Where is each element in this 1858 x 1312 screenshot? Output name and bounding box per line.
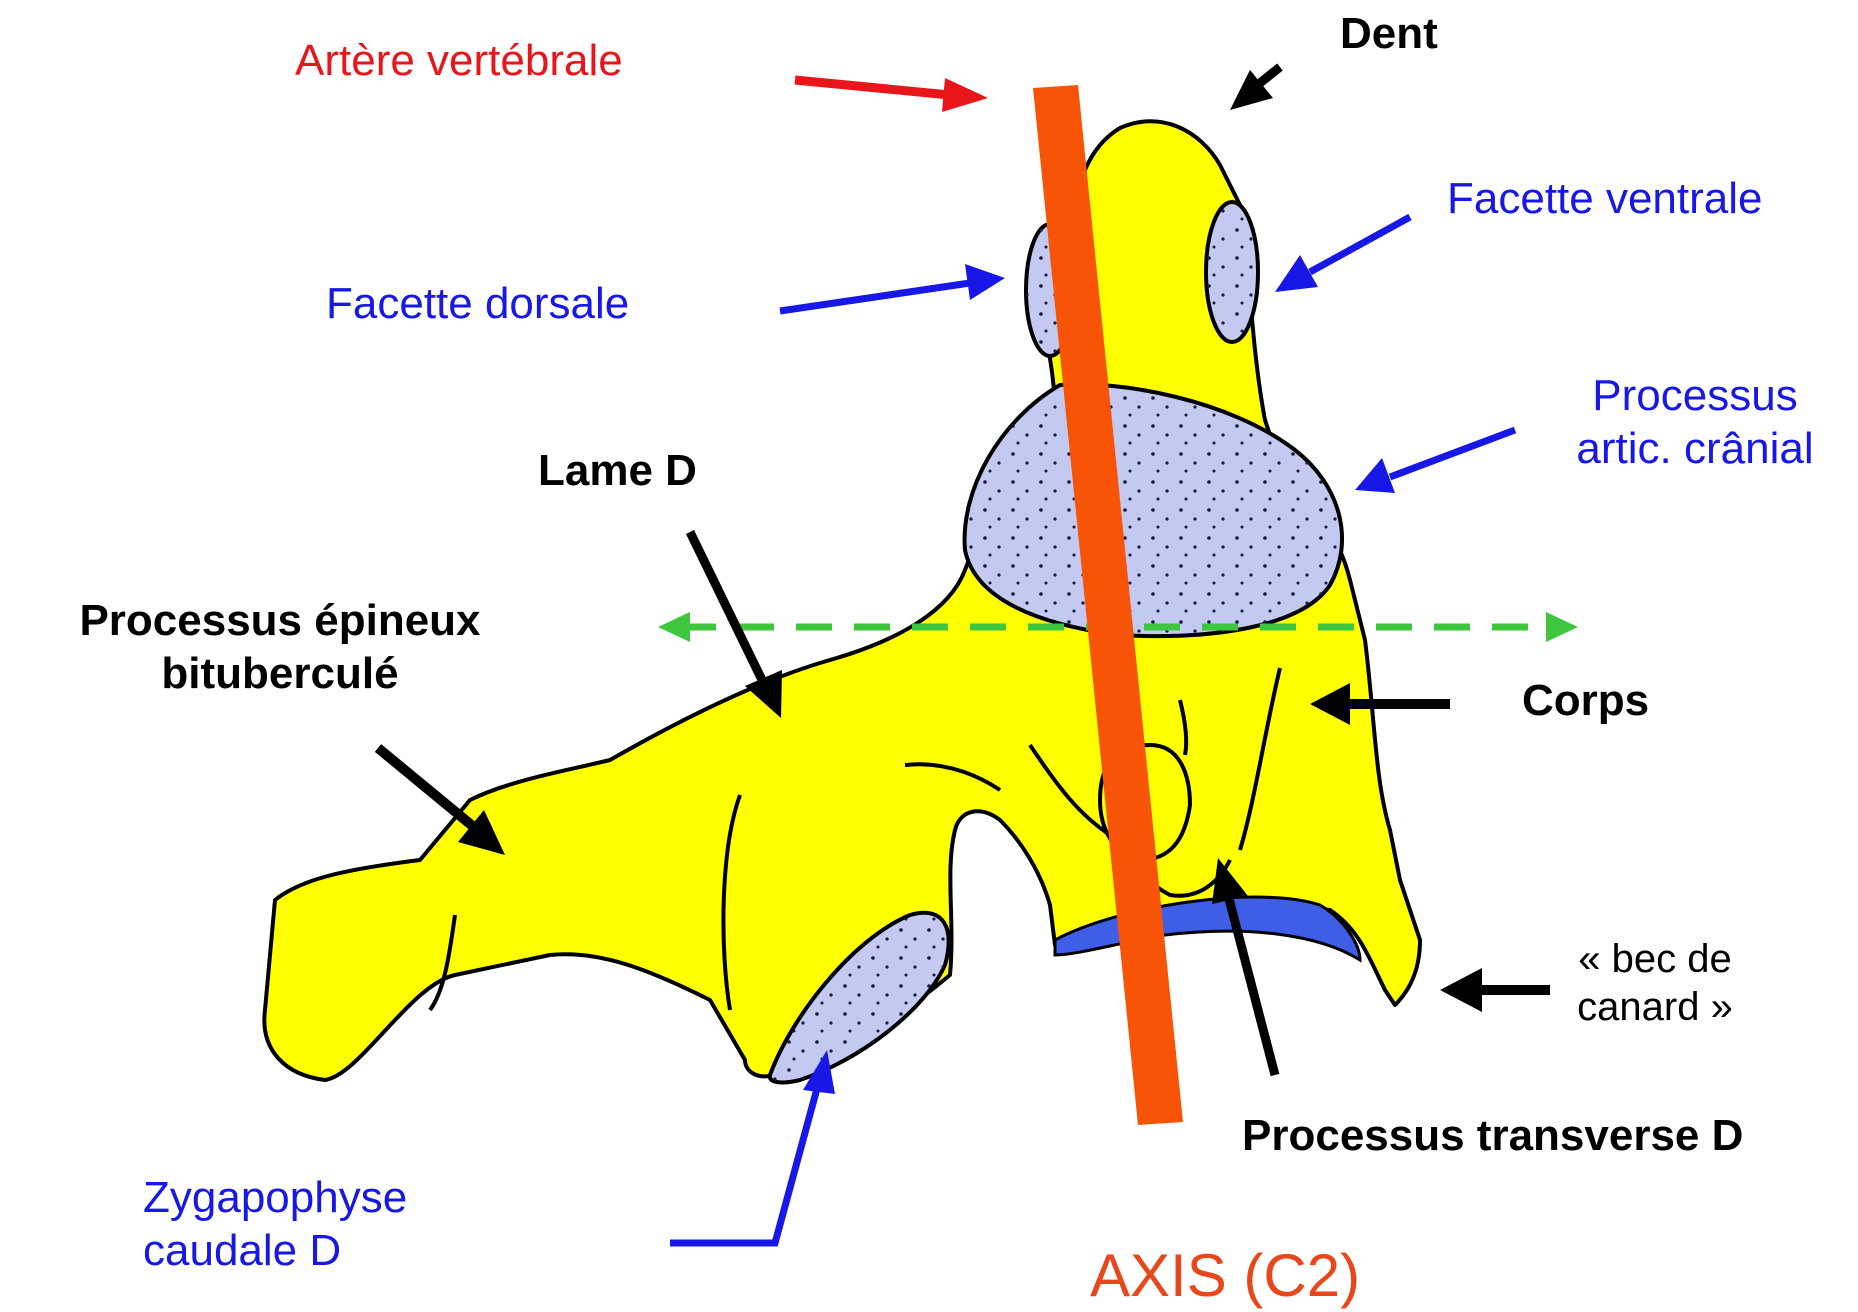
arrow-dent: [1230, 67, 1280, 110]
label-line: canard »: [1555, 983, 1755, 1031]
label-line: bituberculé: [10, 648, 550, 701]
label-dent: Dent: [1340, 8, 1438, 61]
label-processus-transverse-d: Processus transverse D: [1242, 1110, 1743, 1163]
ventral-facet-dots: [1206, 202, 1258, 342]
label-processus-artic-cranial: Processus artic. crânial: [1545, 370, 1845, 476]
label-artere-vertebrale: Artère vertébrale: [295, 35, 623, 88]
label-line: artic. crânial: [1545, 423, 1845, 476]
label-facette-dorsale: Facette dorsale: [326, 278, 629, 331]
label-line: caudale D: [143, 1225, 407, 1278]
label-bec-de-canard: « bec de canard »: [1555, 935, 1755, 1031]
label-line: Processus épineux: [10, 595, 550, 648]
label-zygapophyse-caudale-d: Zygapophyse caudale D: [143, 1172, 407, 1278]
label-line: Zygapophyse: [143, 1172, 407, 1225]
arrow-facette-ventrale: [1275, 217, 1410, 292]
label-corps: Corps: [1522, 675, 1649, 728]
diagram-title: AXIS (C2): [1090, 1240, 1360, 1312]
arrow-zygapophyse: [670, 1050, 835, 1243]
arrow-artere-vertebrale: [795, 78, 988, 112]
arrow-processus-artic-cranial: [1355, 430, 1515, 493]
cranial-facet-dots: [965, 384, 1342, 636]
label-line: Processus: [1545, 370, 1845, 423]
label-lame-d: Lame D: [538, 445, 697, 498]
label-line: « bec de: [1555, 935, 1755, 983]
arrow-facette-dorsale: [780, 264, 1005, 311]
label-processus-epineux: Processus épineux bituberculé: [10, 595, 550, 701]
label-facette-ventrale: Facette ventrale: [1447, 173, 1763, 226]
arrow-bec-de-canard: [1440, 968, 1550, 1012]
